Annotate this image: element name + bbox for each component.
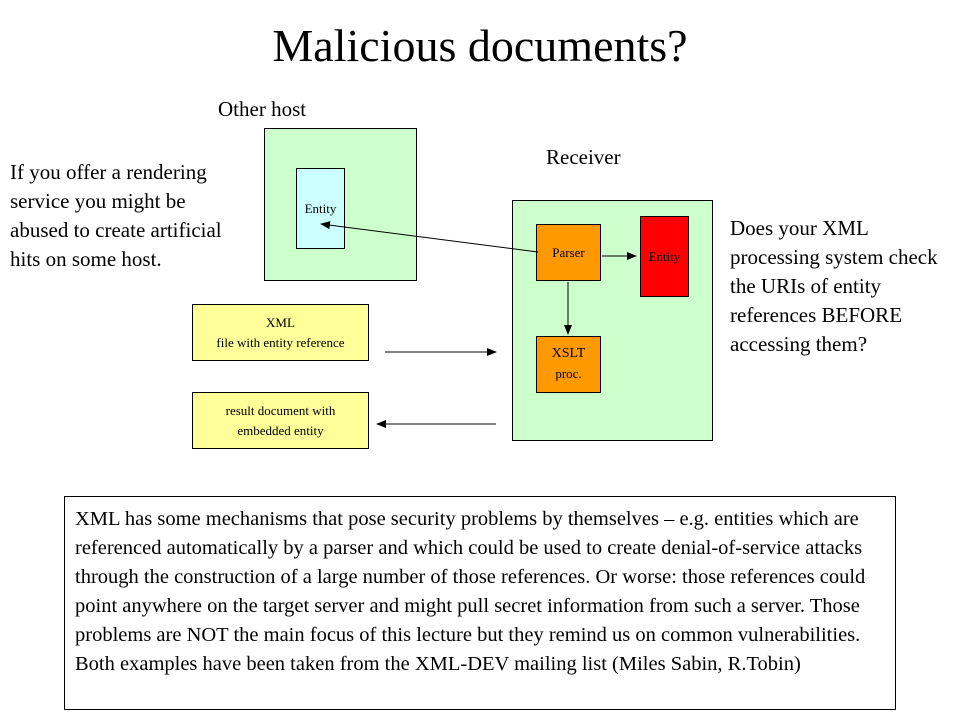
result-line2: embedded entity — [237, 423, 324, 438]
result-line1: result document with — [225, 403, 336, 418]
receiver-entity-box: Entity — [640, 216, 689, 297]
receiver-label: Receiver — [546, 145, 621, 169]
other-host-label: Other host — [218, 97, 307, 121]
parser-box: Parser — [536, 224, 601, 281]
page-title: Malicious documents? — [272, 20, 688, 71]
right-question: Does your XML processing system check th… — [730, 216, 938, 356]
xml-file-line2: file with entity reference — [216, 335, 345, 350]
xslt-label-line1: XSLT — [551, 346, 586, 361]
other-host-entity-label: Entity — [304, 201, 337, 216]
other-host-entity-box: Entity — [296, 168, 345, 249]
arrow-parser-to-other-entity — [320, 221, 539, 253]
receiver-entity-label: Entity — [648, 249, 681, 264]
parser-label: Parser — [552, 245, 585, 260]
xml-file-line1: XML — [266, 315, 295, 330]
xslt-label-line2: proc. — [555, 366, 582, 381]
xslt-processor-box: XSLT proc. — [536, 336, 601, 393]
xml-file-box: XML file with entity reference — [192, 304, 369, 361]
left-explanation: If you offer a rendering service you mig… — [10, 160, 222, 271]
result-document-box: result document with embedded entity — [192, 392, 369, 449]
explanation-note: XML has some mechanisms that pose securi… — [64, 496, 896, 710]
